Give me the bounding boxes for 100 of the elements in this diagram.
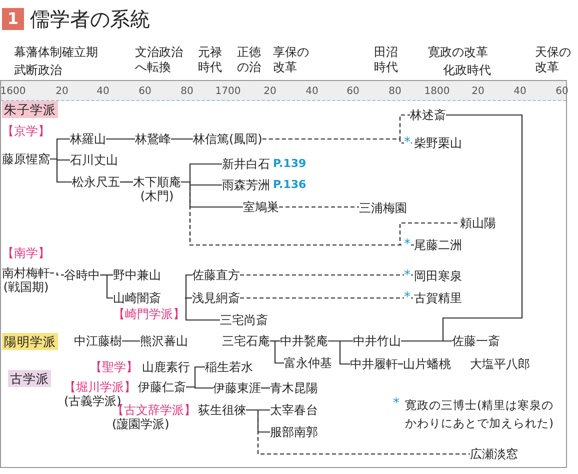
scholar-name: 山崎闇斎 xyxy=(113,291,161,305)
lineage-line xyxy=(171,138,193,140)
scholar-name: 佐藤一斎 xyxy=(452,334,500,348)
lineage-line xyxy=(261,387,270,389)
year-label: 40 xyxy=(514,85,526,99)
period-label: 幕藩体制確立期 xyxy=(14,45,98,60)
lineage-line xyxy=(122,340,140,342)
scholar-name: 南村梅軒 xyxy=(2,266,50,280)
name-annotation: (戦国期) xyxy=(3,280,49,294)
lineage-line xyxy=(184,274,192,299)
lineage-line xyxy=(186,386,213,389)
school-tag: 【聖学】 xyxy=(90,360,138,374)
year-label: 40 xyxy=(306,85,318,99)
year-label: 80 xyxy=(180,85,194,99)
scholar-name: 中井甃庵 xyxy=(280,334,328,348)
scholar-name: 青木昆陽 xyxy=(270,381,318,395)
scholar-name: 三浦梅園 xyxy=(359,201,407,215)
lineage-line xyxy=(120,181,133,183)
scholar-name: 林羅山 xyxy=(70,132,106,146)
year-label: 1700 xyxy=(215,85,241,99)
dashed-lineage-line xyxy=(181,181,414,246)
dashed-lineage-line xyxy=(279,206,359,208)
period-label: 元禄時代 xyxy=(198,45,222,75)
footnote: 寛政の三博士(精里は寒泉のかわりにあとで加えられた) xyxy=(405,397,554,432)
page-reference: P.136 xyxy=(273,178,306,192)
name-annotation: (木門) xyxy=(140,189,174,203)
lineage-line xyxy=(106,138,135,140)
school-label: 陽明学派 xyxy=(2,333,58,350)
school-note: (蘐園学派) xyxy=(112,417,170,431)
scholar-name: 浅見絅斎 xyxy=(192,291,240,305)
scholar-name: 林鵞峰 xyxy=(135,132,171,146)
scholar-name: 松永尺五 xyxy=(72,175,120,189)
scholar-name: 藤原惺窩 xyxy=(2,152,50,166)
scholar-name: 尾藤二洲 xyxy=(414,238,462,252)
period-label: 天保の改革 xyxy=(535,45,571,75)
scholar-name: 広瀬淡窓 xyxy=(470,447,518,461)
period-label: 文治政治へ転換 xyxy=(135,45,183,75)
scholar-name: 柴野栗山 xyxy=(414,136,462,150)
title: 儒学者の系統 xyxy=(30,6,150,32)
scholar-name: 中井竹山 xyxy=(353,334,401,348)
scholar-name: 室鳩巣 xyxy=(243,200,279,214)
year-label: 20 xyxy=(264,85,276,99)
year-label: 20 xyxy=(472,85,484,99)
scholar-name: 大塩平八郎 xyxy=(470,357,530,371)
dashed-lineage-line xyxy=(240,297,414,299)
lineage-line xyxy=(270,340,284,364)
period-label: 化政時代 xyxy=(443,63,491,78)
scholar-name: 荻生徂徠 xyxy=(198,403,246,417)
dashed-lineage-line xyxy=(262,138,414,144)
section-number: 1 xyxy=(2,8,24,30)
lineage-line xyxy=(398,363,403,365)
lineage-line xyxy=(185,297,192,299)
dashed-lineage-line xyxy=(50,272,64,276)
scholar-name: 三宅石庵 xyxy=(222,334,270,348)
scholar-name: 中江藤樹 xyxy=(74,334,122,348)
lineage-line xyxy=(100,274,113,299)
lineage-line xyxy=(50,158,72,183)
scholar-name: 山鹿素行 xyxy=(142,360,190,374)
scholar-name: 服部南郭 xyxy=(270,425,318,439)
scholar-name: 太宰春台 xyxy=(270,403,318,417)
scholar-name: 谷時中 xyxy=(64,268,100,282)
lineage-line xyxy=(401,340,452,342)
school-tag: 【京学】 xyxy=(2,124,50,138)
period-label: 享保の改革 xyxy=(273,45,309,75)
scholar-name: 雨森芳洲 xyxy=(222,178,270,192)
scholar-name: 中井履軒 xyxy=(350,357,398,371)
period-label: 寛政の改革 xyxy=(428,45,488,60)
scholar-name: 頼山陽 xyxy=(460,216,496,230)
scholar-name: 新井白石 xyxy=(222,157,270,171)
scholar-name: 木下順庵 xyxy=(133,175,181,189)
page-reference: P.139 xyxy=(273,157,306,171)
school-tag: 【南学】 xyxy=(2,246,50,260)
year-label: 60 xyxy=(346,85,360,99)
period-label: 武断政治 xyxy=(14,63,62,78)
scholar-name: 佐藤直方 xyxy=(192,268,240,282)
school-tag: 【崎門学派】 xyxy=(113,307,185,321)
scholar-name: 伊藤仁斎 xyxy=(138,380,186,394)
school-tag: 【堀川学派】 xyxy=(64,380,136,394)
scholar-name: 富永仲基 xyxy=(284,356,332,370)
scholar-name: 山片蟠桃 xyxy=(403,357,451,371)
year-label: 60 xyxy=(138,85,152,99)
school-label: 朱子学派 xyxy=(2,101,58,118)
scholar-name: 林信篤(鳳岡) xyxy=(193,132,262,146)
scholar-name: 三宅尚斎 xyxy=(220,313,268,327)
year-label: 40 xyxy=(96,85,110,99)
period-label: 田沼時代 xyxy=(374,45,398,75)
scholar-name: 稲生若水 xyxy=(205,360,253,374)
scholar-name: 石川丈山 xyxy=(70,153,118,167)
lineage-line xyxy=(184,297,220,321)
school-label: 古学派 xyxy=(8,370,51,387)
scholar-name: 古賀精里 xyxy=(414,291,462,305)
year-label: 60 xyxy=(556,85,568,99)
scholar-name: 岡田寒泉 xyxy=(414,269,462,283)
lineage-line xyxy=(328,340,350,365)
year-label: 80 xyxy=(388,85,402,99)
scholar-name: 林述斎 xyxy=(410,108,446,122)
year-label: 1800 xyxy=(424,85,450,99)
dashed-lineage-line xyxy=(246,409,470,455)
period-label: 正徳の治 xyxy=(237,45,261,75)
year-label: 1600 xyxy=(0,85,26,99)
